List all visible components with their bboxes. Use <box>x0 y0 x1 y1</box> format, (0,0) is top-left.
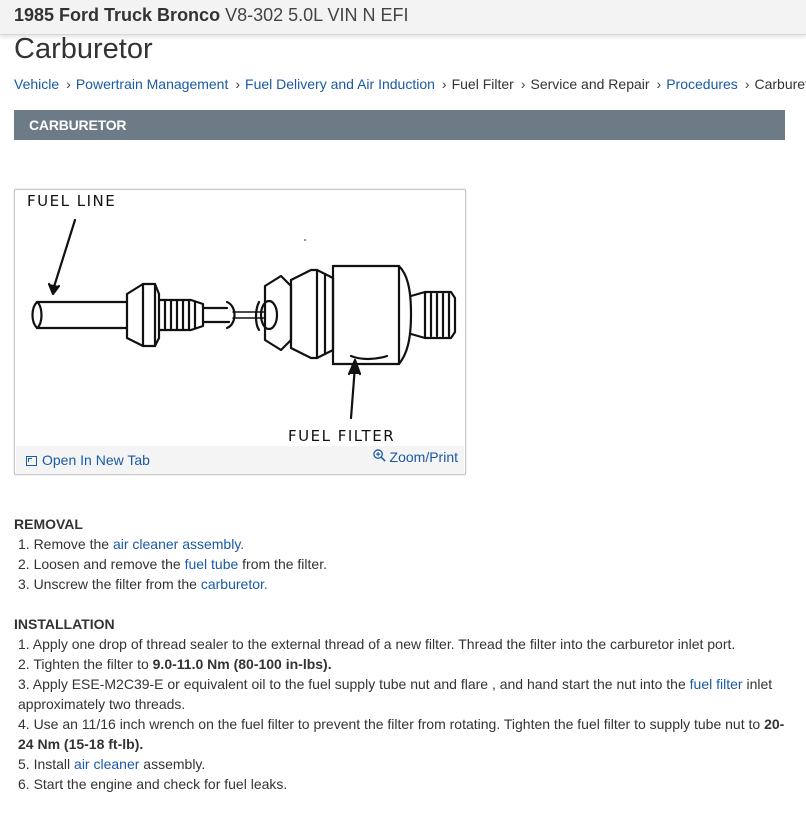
zoom-print-link[interactable]: Zoom/Print <box>372 449 458 465</box>
breadcrumb-fuel-filter: Fuel Filter <box>451 76 514 92</box>
removal-heading: REMOVAL <box>14 516 83 532</box>
fuel-filter-link[interactable]: fuel filter <box>689 676 743 692</box>
vehicle-header-bar: 1985 Ford Truck Bronco V8-302 5.0L VIN N… <box>0 0 806 35</box>
procedure-content: REMOVAL 1. Remove the air cleaner assemb… <box>14 514 794 794</box>
open-in-new-tab-link[interactable]: Open In New Tab <box>26 452 150 468</box>
figure-container: FUEL LINE FUEL FILTER Open In New Tab Zo… <box>14 189 466 475</box>
open-new-tab-icon <box>26 456 37 466</box>
chevron-right-icon: › <box>656 76 662 92</box>
air-cleaner-assembly-link[interactable]: air cleaner assembly <box>112 536 241 552</box>
installation-step-1: 1. Apply one drop of thread sealer to th… <box>18 636 736 652</box>
fuel-filter-diagram[interactable] <box>15 190 465 446</box>
removal-step-1: 1. Remove the air cleaner assembly. <box>18 536 245 552</box>
figure-toolbar: Open In New Tab Zoom/Print <box>16 446 464 474</box>
breadcrumb-powertrain-management[interactable]: Powertrain Management <box>75 76 229 92</box>
chevron-right-icon: › <box>66 76 71 92</box>
installation-step-4: 4. Use an 11/16 inch wrench on the fuel … <box>18 716 785 752</box>
installation-step-2: 2. Tighten the filter to 9.0-11.0 Nm (80… <box>18 656 332 672</box>
breadcrumb-procedures[interactable]: Procedures <box>666 76 738 92</box>
chevron-right-icon: › <box>235 76 241 92</box>
zoom-in-icon <box>372 449 386 462</box>
fuel-filter-label: FUEL FILTER <box>288 427 396 445</box>
breadcrumb-vehicle[interactable]: Vehicle <box>14 76 60 92</box>
breadcrumb-service-repair: Service and Repair <box>530 76 650 92</box>
fuel-line-label: FUEL LINE <box>27 192 117 210</box>
installation-step-6: 6. Start the engine and check for fuel l… <box>18 776 288 792</box>
chevron-right-icon: › <box>441 76 447 92</box>
installation-step-3: 3. Apply ESE-M2C39-E or equivalent oil t… <box>18 676 773 712</box>
fuel-tube-link[interactable]: fuel tube <box>184 556 239 572</box>
breadcrumb-current: Carburetor <box>754 76 806 92</box>
vehicle-title-engine: V8-302 5.0L VIN N EFI <box>225 5 409 25</box>
removal-step-3: 3. Unscrew the filter from the carbureto… <box>18 576 268 592</box>
removal-step-2: 2. Loosen and remove the fuel tube from … <box>18 556 327 572</box>
zoom-print-label: Zoom/Print <box>389 449 458 465</box>
carburetor-link[interactable]: carburetor <box>200 576 264 592</box>
air-cleaner-link[interactable]: air cleaner <box>74 756 140 772</box>
vehicle-title: 1985 Ford Truck Bronco V8-302 5.0L VIN N… <box>14 5 409 26</box>
open-in-new-tab-label: Open In New Tab <box>42 452 150 468</box>
chevron-right-icon: › <box>744 76 750 92</box>
page-title: Carburetor <box>14 33 153 65</box>
vehicle-title-main: 1985 Ford Truck Bronco <box>14 5 221 25</box>
chevron-right-icon: › <box>520 76 526 92</box>
installation-heading: INSTALLATION <box>14 616 115 632</box>
section-header: CARBURETOR <box>14 110 785 140</box>
installation-step-5: 5. Install air cleaner assembly. <box>18 756 206 772</box>
breadcrumb-fuel-delivery[interactable]: Fuel Delivery and Air Induction <box>245 76 435 92</box>
breadcrumb: Vehicle›Powertrain Management›Fuel Deliv… <box>14 76 806 92</box>
